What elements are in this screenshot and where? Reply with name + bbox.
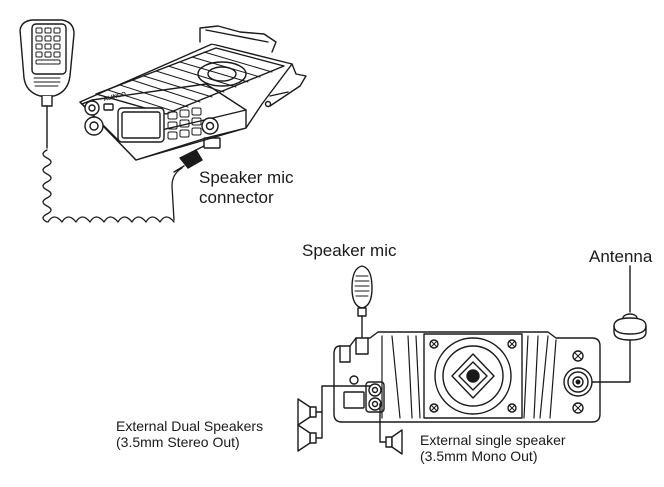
coiled-mic-cord: [42, 149, 183, 223]
small-speaker-mic: [351, 265, 373, 339]
external-single-speaker-icon: [385, 429, 403, 455]
radio-back-panel: [333, 331, 601, 423]
mic-connector-plug: [173, 145, 205, 173]
label-external-dual-speakers: External Dual Speakers (3.5mm Stereo Out…: [116, 418, 264, 451]
mic-keypad: [35, 27, 61, 65]
label-speaker-mic: Speaker mic: [302, 241, 397, 260]
radio-brand-logo: ALINCO: [103, 91, 127, 102]
label-speaker-mic-connector: Speaker mic connector: [199, 168, 294, 207]
radio-body-top-view: ALINCO: [79, 25, 307, 161]
label-external-single-speaker: External single speaker (3.5mm Mono Out): [420, 432, 566, 465]
handheld-speaker-mic: [19, 19, 75, 149]
label-antenna: Antenna: [589, 247, 653, 266]
external-dual-speaker-icon: [297, 398, 317, 452]
speaker-cables: [315, 385, 387, 443]
antenna: [591, 265, 647, 383]
